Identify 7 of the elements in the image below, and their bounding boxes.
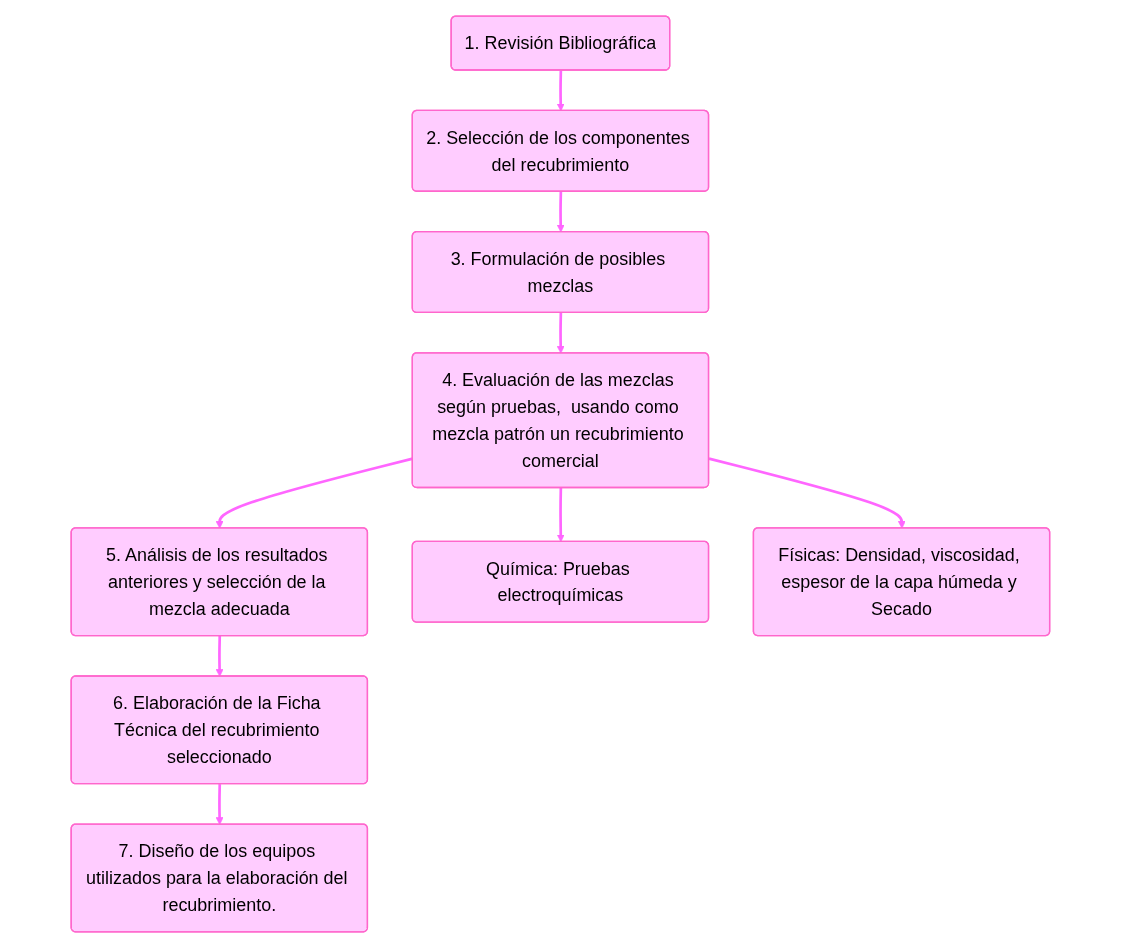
- arrow: [556, 69, 565, 111]
- arrow: [215, 635, 224, 677]
- arrow: [556, 191, 565, 232]
- arrow: [556, 487, 565, 542]
- arrow: [708, 456, 906, 529]
- arrow: [556, 312, 565, 354]
- arrow: [215, 783, 224, 825]
